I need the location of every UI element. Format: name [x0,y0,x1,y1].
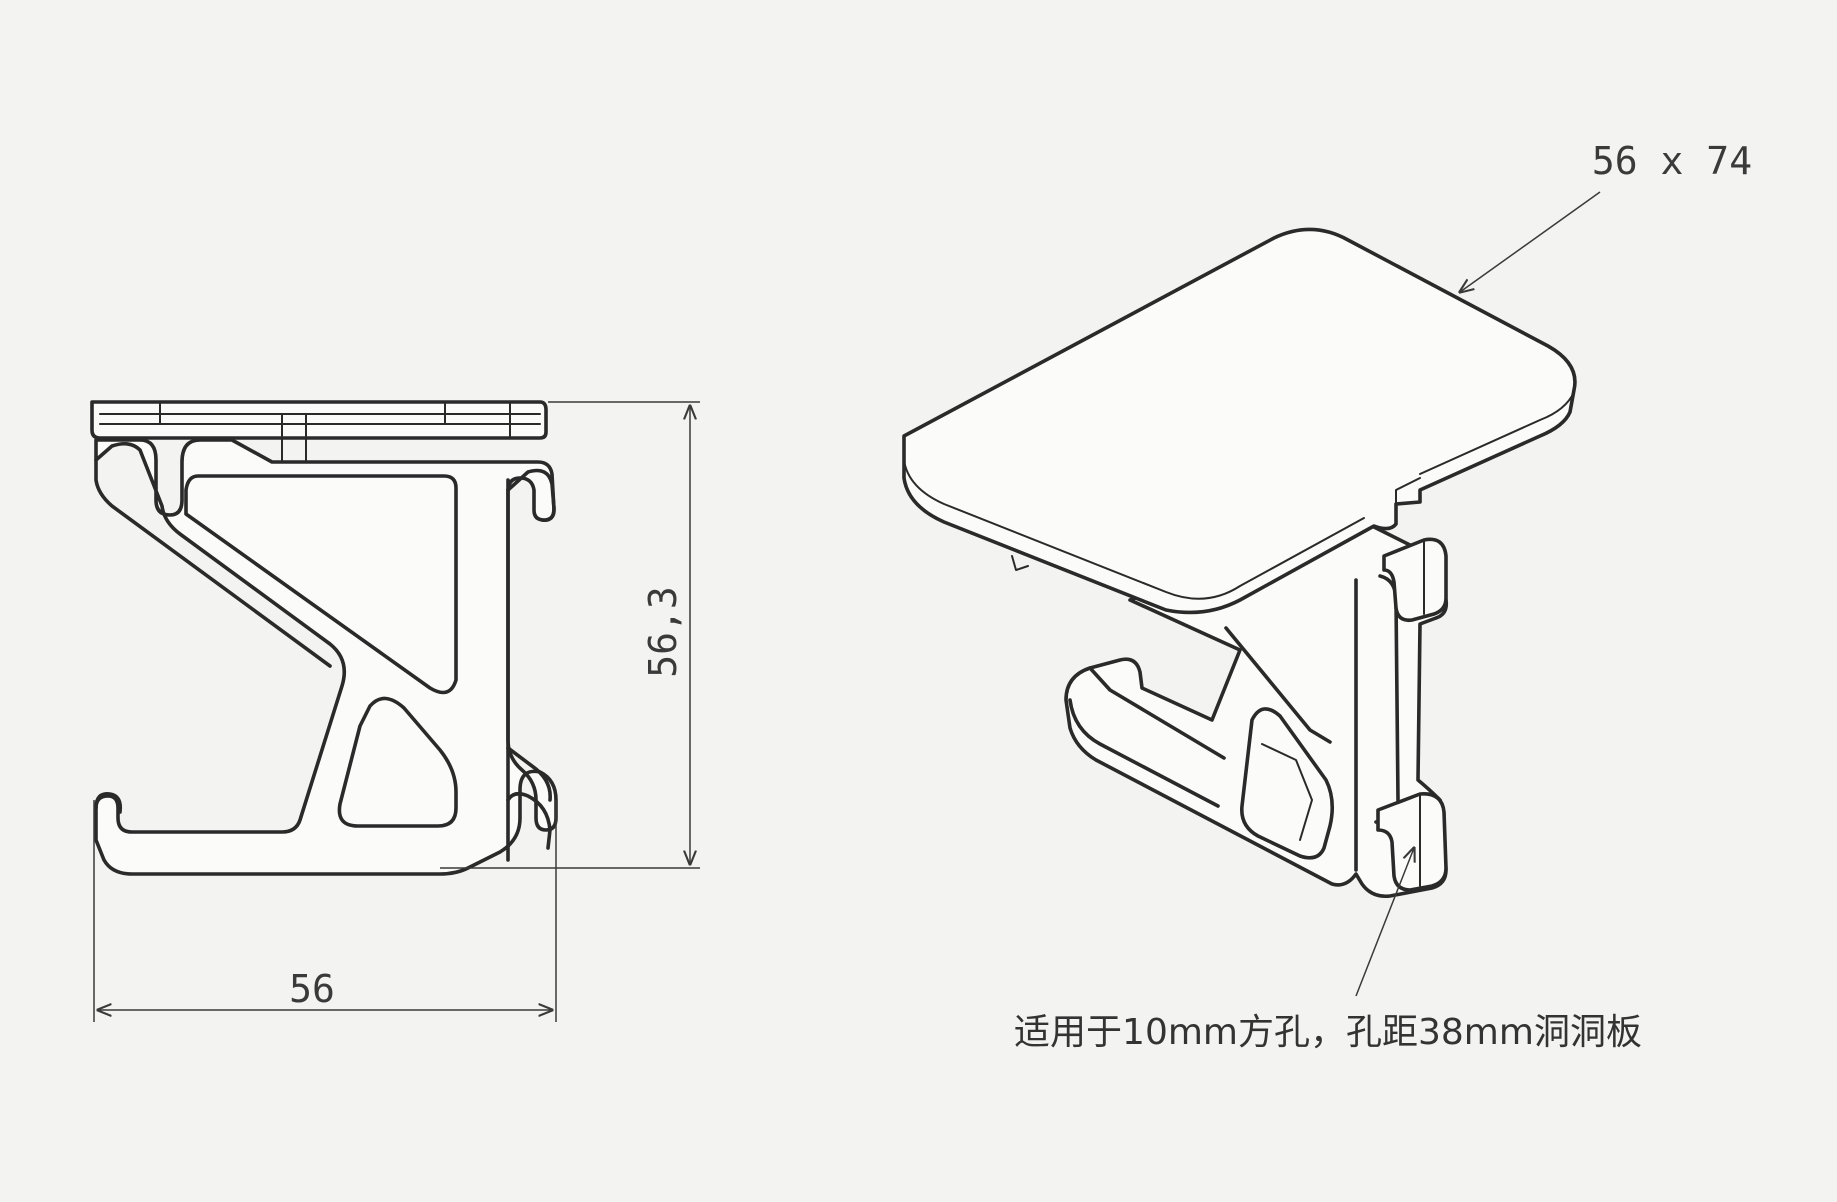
side-view-top-plate [90,400,548,440]
iso-plate-thickness-front [903,459,1365,600]
height-dimension-label: 56,3 [641,586,685,678]
width-dimension: 56 [93,800,557,1022]
side-view [90,400,558,876]
side-view-diagonal-brace [94,458,332,668]
iso-top-hook [1382,537,1448,623]
iso-bracket-triangle-hole [1240,707,1335,860]
iso-bracket-hole-depth [1261,743,1313,841]
side-view-inner-rib [184,474,458,695]
width-dimension-label: 56 [289,967,335,1011]
iso-plate-corner-notch [1395,477,1421,505]
iso-bottom-hook [1376,792,1448,892]
isometric-view [902,227,1577,899]
plate-size-leader [1460,191,1601,292]
pegboard-note-callout: 适用于10mm方孔，孔距38mm洞洞板 [1014,848,1642,1053]
iso-plate-nub [1011,555,1029,571]
side-view-top-hook [506,468,556,523]
side-view-left-hook [94,791,123,814]
pegboard-note-label: 适用于10mm方孔，孔距38mm洞洞板 [1014,1012,1642,1053]
iso-bracket-left-arm [1068,698,1220,808]
plate-size-label: 56 x 74 [1592,139,1752,183]
side-view-profile [94,438,558,876]
plate-size-callout: 56 x 74 [1460,139,1752,292]
iso-bracket-diagonal-rib [1224,626,1332,744]
iso-top-plate [902,227,1577,615]
iso-bracket-arm-edge [1088,666,1226,760]
iso-plate-thickness-right [1419,391,1575,475]
pegboard-note-leader [1355,848,1414,997]
side-view-bottom-hook [506,791,552,850]
side-view-triangle-hole [337,696,458,828]
side-view-lower-hook [506,746,552,802]
height-dimension: 56,3 [440,401,700,869]
